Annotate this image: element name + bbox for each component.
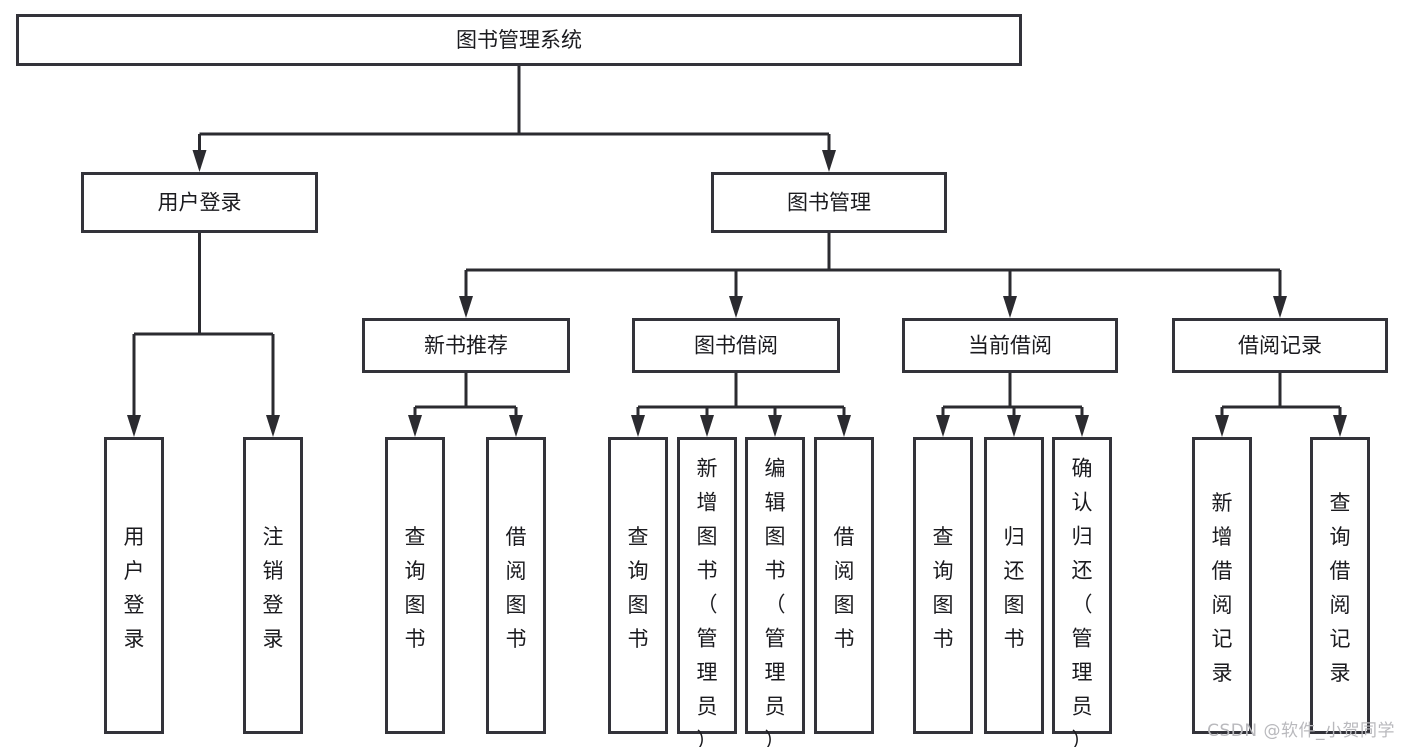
node-label: 编辑图书（管理员） bbox=[765, 456, 786, 747]
node-box bbox=[1052, 437, 1112, 734]
node-leaf-user-login[interactable]: 用户登录 bbox=[104, 437, 164, 734]
node-box bbox=[902, 318, 1118, 373]
node-box bbox=[984, 437, 1044, 734]
node-box bbox=[711, 172, 947, 233]
node-box bbox=[81, 172, 318, 233]
arrow-head-icon bbox=[822, 150, 836, 172]
node-leaf-return-book[interactable]: 归还图书 bbox=[984, 437, 1044, 734]
node-box bbox=[1172, 318, 1388, 373]
arrow-head-icon bbox=[127, 415, 141, 437]
node-borrow-record[interactable]: 借阅记录 bbox=[1172, 318, 1388, 373]
node-label: 用户登录 bbox=[124, 525, 145, 651]
node-leaf-edit-book[interactable]: 编辑图书（管理员） bbox=[745, 437, 805, 747]
node-label: 借阅图书 bbox=[834, 525, 855, 651]
node-label: 新增图书（管理员） bbox=[697, 456, 718, 747]
node-label: 查询图书 bbox=[405, 525, 426, 651]
node-label: 查询借阅记录 bbox=[1330, 491, 1351, 685]
node-leaf-query-record[interactable]: 查询借阅记录 bbox=[1310, 437, 1370, 734]
node-box bbox=[677, 437, 737, 734]
node-book-manage[interactable]: 图书管理 bbox=[711, 172, 947, 233]
arrow-head-icon bbox=[631, 415, 645, 437]
node-box bbox=[608, 437, 668, 734]
connector-layer bbox=[127, 66, 1347, 437]
node-current-borrow[interactable]: 当前借阅 bbox=[902, 318, 1118, 373]
node-box bbox=[814, 437, 874, 734]
arrow-head-icon bbox=[408, 415, 422, 437]
node-box bbox=[1310, 437, 1370, 734]
node-box bbox=[385, 437, 445, 734]
node-leaf-query-book-b[interactable]: 查询图书 bbox=[608, 437, 668, 734]
node-box bbox=[1192, 437, 1252, 734]
node-label: 图书管理系统 bbox=[456, 28, 582, 52]
node-leaf-query-book-c[interactable]: 查询图书 bbox=[913, 437, 973, 734]
watermark-label: CSDN @软件_小贺同学 bbox=[1207, 721, 1395, 741]
node-box bbox=[16, 14, 1022, 66]
node-layer: 图书管理系统用户登录图书管理新书推荐图书借阅当前借阅借阅记录用户登录注销登录查询… bbox=[16, 14, 1388, 747]
node-box bbox=[632, 318, 840, 373]
arrow-head-icon bbox=[459, 296, 473, 318]
node-label: 注销登录 bbox=[263, 525, 284, 651]
node-box bbox=[104, 437, 164, 734]
node-box bbox=[486, 437, 546, 734]
arrow-head-icon bbox=[1075, 415, 1089, 437]
arrow-head-icon bbox=[700, 415, 714, 437]
node-leaf-add-book[interactable]: 新增图书（管理员） bbox=[677, 437, 737, 747]
node-user-login[interactable]: 用户登录 bbox=[81, 172, 318, 233]
node-leaf-borrow-book-rec[interactable]: 借阅图书 bbox=[486, 437, 546, 734]
arrow-head-icon bbox=[1007, 415, 1021, 437]
arrow-head-icon bbox=[1333, 415, 1347, 437]
arrow-head-icon bbox=[1215, 415, 1229, 437]
arrow-head-icon bbox=[1273, 296, 1287, 318]
arrow-head-icon bbox=[509, 415, 523, 437]
node-label: 图书借阅 bbox=[694, 334, 778, 358]
node-leaf-add-record[interactable]: 新增借阅记录 bbox=[1192, 437, 1252, 734]
arrow-head-icon bbox=[266, 415, 280, 437]
arrow-head-icon bbox=[837, 415, 851, 437]
node-root[interactable]: 图书管理系统 bbox=[16, 14, 1022, 66]
node-label: 确认归还（管理员） bbox=[1072, 456, 1093, 747]
node-label: 查询图书 bbox=[628, 525, 649, 651]
node-label: 新书推荐 bbox=[424, 334, 508, 358]
node-label: 借阅图书 bbox=[506, 525, 527, 651]
node-book-borrow[interactable]: 图书借阅 bbox=[632, 318, 840, 373]
node-leaf-logout[interactable]: 注销登录 bbox=[243, 437, 303, 734]
node-label: 归还图书 bbox=[1004, 525, 1025, 651]
arrow-head-icon bbox=[192, 150, 207, 172]
node-leaf-query-book-rec[interactable]: 查询图书 bbox=[385, 437, 445, 734]
node-leaf-borrow-book-b[interactable]: 借阅图书 bbox=[814, 437, 874, 734]
arrow-head-icon bbox=[1003, 296, 1017, 318]
arrow-head-icon bbox=[936, 415, 950, 437]
node-label: 当前借阅 bbox=[968, 334, 1052, 358]
arrow-head-icon bbox=[768, 415, 782, 437]
node-box bbox=[362, 318, 570, 373]
node-label: 图书管理 bbox=[787, 191, 871, 215]
node-label: 用户登录 bbox=[158, 191, 242, 215]
node-new-book-rec[interactable]: 新书推荐 bbox=[362, 318, 570, 373]
node-label: 借阅记录 bbox=[1238, 334, 1322, 358]
node-leaf-confirm-return[interactable]: 确认归还（管理员） bbox=[1052, 437, 1112, 747]
node-label: 新增借阅记录 bbox=[1212, 491, 1233, 685]
arrow-head-icon bbox=[729, 296, 743, 318]
node-box bbox=[243, 437, 303, 734]
node-label: 查询图书 bbox=[933, 525, 954, 651]
node-box bbox=[745, 437, 805, 734]
node-box bbox=[913, 437, 973, 734]
